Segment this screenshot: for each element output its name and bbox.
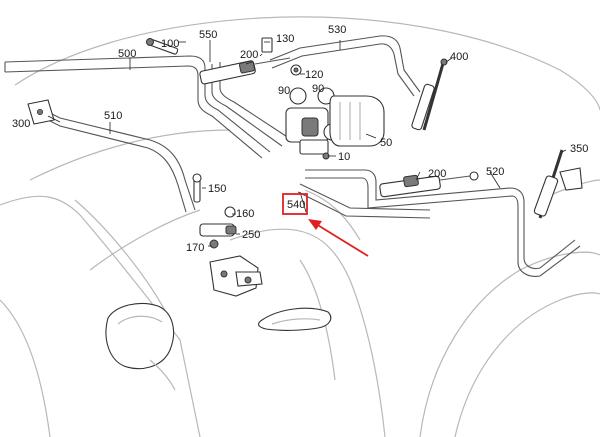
label-200-top: 200 [240,49,258,61]
label-50: 50 [380,137,392,149]
line-510 [39,107,196,213]
car-body-outline [0,16,600,437]
highlight-box [282,193,308,215]
label-530: 530 [328,24,346,36]
part-160-knob [224,206,236,218]
hinge-assembly [209,255,263,297]
part-130-bracket [261,37,273,53]
label-150: 150 [208,183,226,195]
leader-lines [47,40,567,247]
line-530 [269,35,421,97]
label-510: 510 [104,110,122,122]
label-10: 10 [338,151,350,163]
part-50-reservoir [329,95,385,147]
highlight-arrowhead [308,219,322,230]
part-200-cylinder-right [379,171,479,198]
part-200-cylinder [199,57,291,85]
line-540 [297,183,431,219]
label-200-right: 200 [428,168,446,180]
label-520: 520 [486,166,504,178]
label-500: 500 [118,48,136,60]
label-90-left: 90 [278,85,290,97]
label-250: 250 [242,229,260,241]
label-550: 550 [199,29,217,41]
label-100: 100 [161,38,179,50]
part-labels: 100 550 500 130 200 530 120 400 90 90 30… [12,24,588,254]
part-10-pump-unit [285,107,341,160]
label-350: 350 [570,143,588,155]
label-540: 540 [287,199,305,211]
part-100-bolt [146,38,179,55]
part-170-cap [209,239,219,249]
part-350-strut [533,149,583,219]
part-120-fitting [290,64,302,76]
label-400: 400 [450,51,468,63]
highlight-arrow [315,223,369,257]
label-300: 300 [12,118,30,130]
label-170: 170 [186,242,204,254]
label-90-right: 90 [312,83,324,95]
part-300-bracket [27,99,55,125]
side-mirror [105,302,176,391]
label-120: 120 [305,69,323,81]
part-400-strut [411,58,448,131]
label-160: 160 [236,208,254,220]
part-150-pin [192,173,202,203]
part-250-cylinder [199,223,237,237]
door-handle [257,307,332,331]
highlight-540 [282,193,369,257]
label-130: 130 [276,33,294,45]
line-520 [305,169,581,277]
